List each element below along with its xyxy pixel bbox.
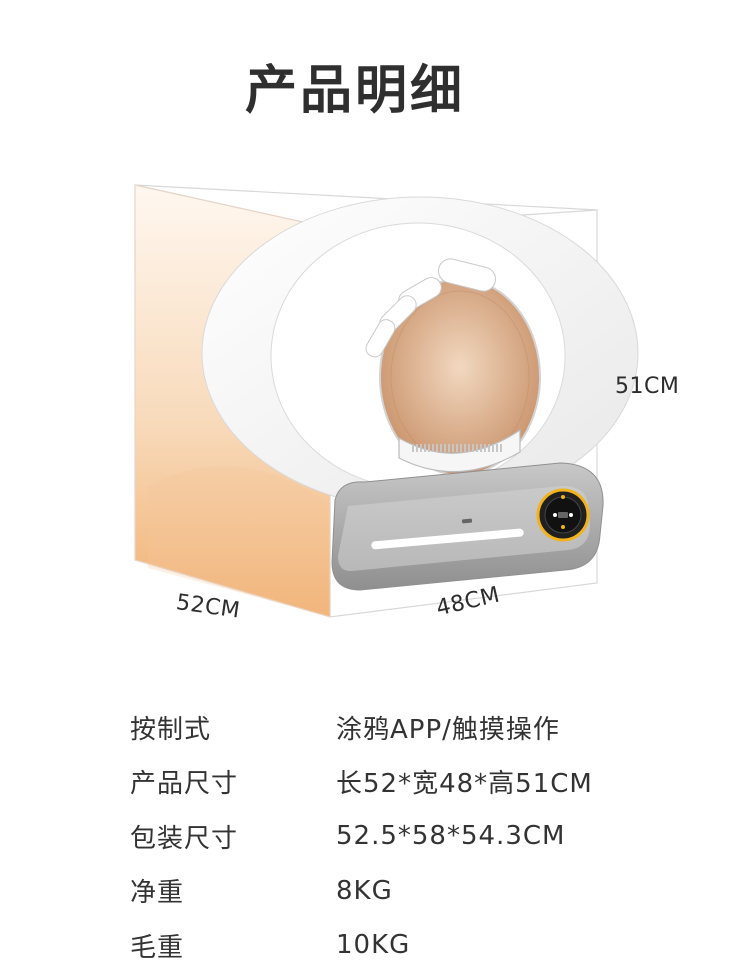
litter-tray [398,428,521,473]
spec-row-gross-weight: 毛重 10KG [130,918,690,973]
spec-label: 毛重 [130,932,185,963]
control-panel-icon [536,488,590,542]
spec-row-package-size: 包装尺寸 52.5*58*54.3CM [130,809,690,864]
spec-list: 按制式 涂鸦APP/触摸操作 产品尺寸 长52*宽48*高51CM 包装尺寸 5… [130,700,690,973]
spec-row-net-weight: 净重 8KG [130,864,690,919]
depth-dimension-label: 52CM [174,590,242,624]
spec-value: 长52*宽48*高51CM [336,769,593,800]
litter-box-dome [201,196,639,510]
spec-label: 净重 [130,878,185,909]
litter-box-base [331,462,604,591]
spec-label: 产品尺寸 [130,769,239,800]
litter-box-opening [379,278,541,476]
spec-label: 包装尺寸 [130,823,239,854]
warning-labels [365,258,496,358]
height-dimension-label: 51CM [615,374,680,399]
spec-value: 10KG [336,930,411,961]
spec-label: 按制式 [130,714,212,745]
spec-row-control: 按制式 涂鸦APP/触摸操作 [130,700,690,755]
spec-value: 52.5*58*54.3CM [336,821,566,852]
spec-row-product-size: 产品尺寸 长52*宽48*高51CM [130,755,690,810]
spec-value: 涂鸦APP/触摸操作 [336,714,560,745]
spec-value: 8KG [336,875,393,906]
width-dimension-label: 48CM [434,582,503,622]
box-side-panel [134,184,331,618]
page-title: 产品明细 [244,61,465,121]
